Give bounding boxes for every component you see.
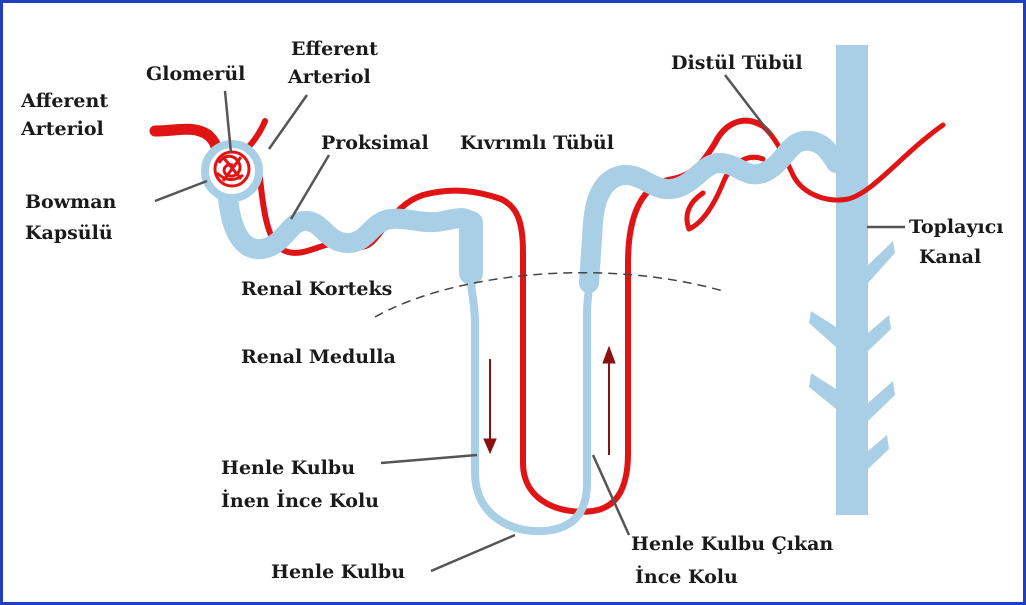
renal-medulla-label: Renal Medulla (241, 346, 396, 368)
up-flow-arrow-head (603, 347, 615, 363)
cortex-medulla-boundary (375, 273, 723, 317)
down-flow-arrow-head (484, 439, 496, 453)
henle-cikan-label-line2: İnce Kolu (635, 565, 738, 588)
afferent-label-line2: Arteriol (20, 118, 104, 140)
toplayici-label-line1: Toplayıcı (909, 216, 1004, 238)
proksimal-label: Proksimal (321, 132, 429, 154)
collecting-duct (809, 45, 895, 515)
bowman-label-line2: Kapsülü (25, 222, 113, 244)
henle-kulbu-label: Henle Kulbu (271, 561, 405, 583)
henle-inen-label-line2: İnen İnce Kolu (221, 489, 379, 512)
glomerulus (215, 152, 249, 186)
efferent-label-line2: Arteriol (287, 66, 371, 88)
henle-cikan-label-line1: Henle Kulbu Çıkan (631, 533, 833, 555)
glomerul-label: Glomerül (146, 63, 245, 85)
afferent-label-line1: Afferent (20, 90, 108, 112)
efferent-label-line1: Efferent (291, 38, 378, 60)
distul-tubul-label: Distül Tübül (671, 52, 803, 74)
renal-korteks-label: Renal Korteks (241, 278, 392, 300)
kivrimli-tubul-label: Kıvrımlı Tübül (460, 132, 614, 154)
bowman-label-line1: Bowman (25, 191, 117, 213)
henle-inen-label-line1: Henle Kulbu (221, 457, 355, 479)
flow-arrows (484, 347, 615, 455)
nephron-diagram: Afferent Arteriol Glomerül Efferent Arte… (3, 3, 1023, 602)
peritubular-capillary (155, 121, 943, 512)
toplayici-label-line2: Kanal (919, 246, 981, 268)
